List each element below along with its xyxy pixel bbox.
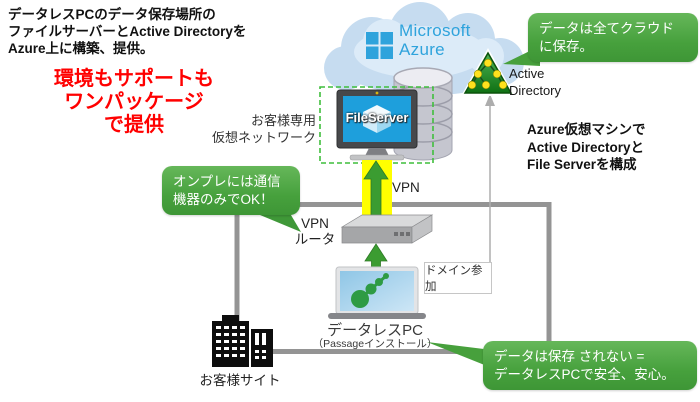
router-label-line2: ルータ (294, 232, 336, 247)
no-data-bubble-line: データは保存 されない = (494, 349, 645, 364)
intro-line: Azure上に構築、提供。 (8, 41, 154, 56)
onprem-bubble-line: 機器のみでOK！ (173, 191, 274, 207)
vpn-router-label: VPN ルータ (288, 216, 342, 248)
red-headline: 環境もサポートも ワンパッケージ で提供 (36, 68, 232, 137)
customer-site-building-icon (212, 315, 273, 367)
ad-label-line2: Directory (509, 82, 562, 98)
cloud-save-bubble: データは全てクラウド に保存。 (528, 13, 698, 62)
azure-brand-line2: Azure (399, 40, 445, 59)
headline-line: ワンパッケージ (64, 91, 204, 113)
cloud-save-bubble-line: に保存。 (539, 38, 593, 54)
onprem-bubble-tail (248, 210, 301, 232)
dataless-pc-sublabel: （Passageインストール） (312, 338, 438, 350)
virtual-network-dashed-border (319, 86, 434, 164)
azure-brand-text: Microsoft Azure (399, 21, 471, 59)
headline-line: で提供 (104, 114, 164, 136)
cube-icon (363, 105, 391, 133)
vnet-label-line1: お客様専用 (250, 113, 316, 128)
azure-brand-line1: Microsoft (399, 21, 471, 40)
ad-label-line1: Active (509, 66, 545, 81)
vpn-router-icon (340, 214, 434, 244)
domain-join-connector (485, 94, 495, 292)
microsoft-logo-icon (366, 32, 393, 59)
fileserver-monitor-icon (336, 89, 418, 161)
onprem-bubble-line: オンプレには通信 (173, 174, 281, 189)
camera-dot-icon (375, 91, 379, 95)
domain-join-label-box: ドメイン参加 (424, 262, 492, 294)
onpremise-boundary (234, 202, 552, 354)
active-directory-label: Active Directory (509, 66, 593, 99)
router-label-line1: VPN (301, 216, 329, 231)
intro-line: ファイルサーバーとActive Directoryを (8, 24, 247, 39)
intro-line: データレスPCのデータ保存場所の (8, 7, 216, 22)
cloud-save-bubble-line: データは全てクラウド (539, 21, 674, 36)
virtual-network-label: お客様専用 仮想ネットワーク (204, 112, 316, 146)
vnet-label-line2: 仮想ネットワーク (211, 130, 316, 145)
vm-note-line: Azure仮想マシンで (527, 122, 646, 137)
no-data-bubble-line: データレスPCで安全、安心。 (494, 366, 675, 382)
fileserver-label: FileServer (345, 110, 409, 125)
intro-text: データレスPCのデータ保存場所の ファイルサーバーとActive Directo… (8, 6, 298, 57)
azure-vm-note: Azure仮想マシンで Active Directoryと File Serve… (527, 121, 697, 174)
dataless-pc-laptop-icon (328, 266, 426, 319)
domain-join-label: ドメイン参加 (425, 265, 483, 293)
active-directory-icon (461, 48, 515, 96)
vpn-arrow-label: VPN (392, 180, 420, 195)
customer-site-label: お客様サイト (199, 373, 281, 388)
dataless-pc-label: データレスPC (327, 322, 423, 339)
no-data-bubble-tail (427, 342, 492, 368)
vm-note-line: File Serverを構成 (527, 157, 637, 172)
headline-line: 環境もサポートも (54, 68, 214, 90)
no-data-bubble: データは保存 されない = データレスPCで安全、安心。 (483, 341, 697, 390)
vm-note-line: Active Directoryと (527, 139, 645, 155)
onprem-bubble: オンプレには通信 機器のみでOK！ (162, 166, 300, 215)
